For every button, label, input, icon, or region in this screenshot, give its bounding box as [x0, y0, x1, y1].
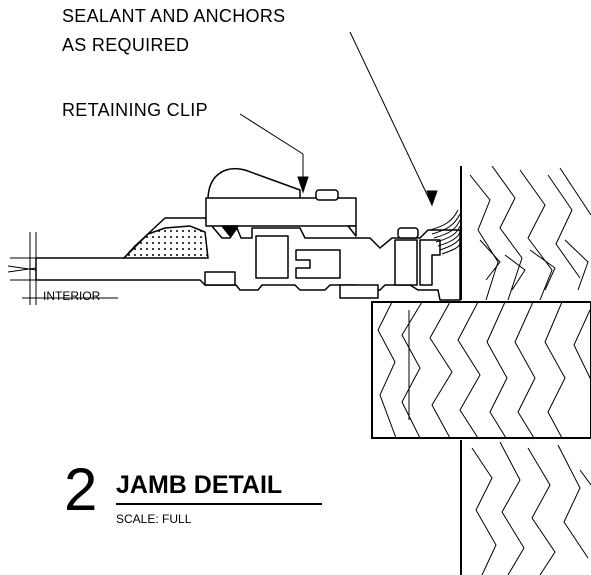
sealant-bead	[429, 209, 461, 255]
anchor-screw-head	[397, 227, 419, 239]
masonry-block	[371, 301, 591, 439]
masonry-wall-upper	[460, 166, 591, 300]
retaining-clip	[205, 168, 357, 237]
sealant-anchors-label: SEALANT AND ANCHORS	[62, 6, 286, 26]
glazing-gasket	[122, 225, 209, 259]
detail-title: JAMB DETAIL	[116, 471, 283, 499]
detail-number: 2	[64, 456, 98, 523]
masonry-wall-lower	[460, 440, 591, 575]
title-underline	[116, 503, 322, 505]
window-frame-extrusion	[35, 217, 461, 301]
detail-scale: SCALE: FULL	[116, 512, 192, 526]
glass-pane	[7, 232, 124, 305]
retaining-clip-label: RETAINING CLIP	[62, 100, 208, 120]
leader-lines	[239, 31, 438, 207]
interior-label: INTERIOR	[43, 289, 101, 303]
sealant-anchors-label-line2: AS REQUIRED	[62, 35, 190, 55]
